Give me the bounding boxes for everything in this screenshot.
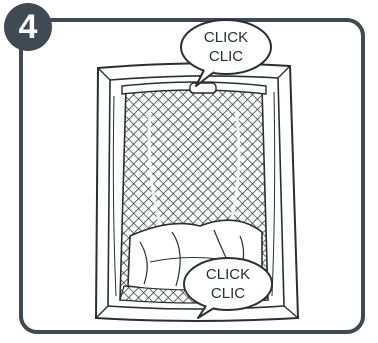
top-clip — [190, 83, 216, 93]
top-callout-line1: CLICK — [204, 29, 248, 46]
top-callout-line2: CLIC — [209, 48, 243, 65]
bottom-callout-line1: CLICK — [206, 266, 250, 283]
bottom-callout-line2: CLIC — [211, 285, 245, 302]
step-number-badge: 4 — [4, 3, 52, 51]
